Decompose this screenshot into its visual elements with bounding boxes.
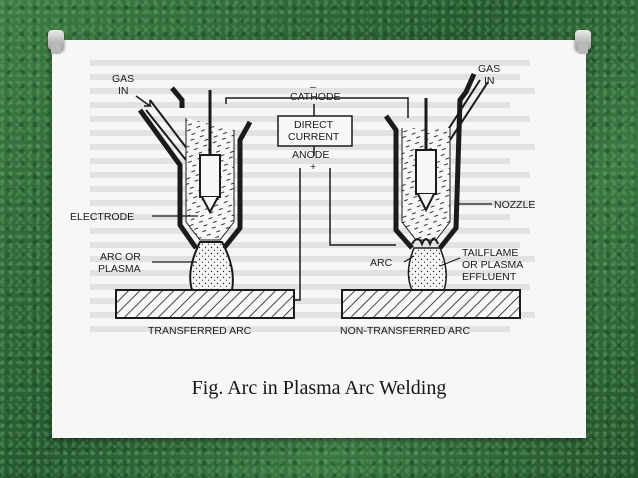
non-transferred-arc-torch xyxy=(341,72,521,319)
label-leaders xyxy=(152,203,492,267)
anode-label: ANODE xyxy=(292,149,329,161)
arc-or-plasma-label-2: PLASMA xyxy=(98,263,141,275)
cathode-label: CATHODE xyxy=(290,91,341,103)
arc-or-plasma-label: ARC OR xyxy=(100,251,141,263)
figure-caption: Fig. Arc in Plasma Arc Welding xyxy=(191,377,447,399)
tailflame-label-2: OR PLASMA xyxy=(462,259,523,271)
direct-current-label-2: CURRENT xyxy=(288,131,340,143)
nozzle-label: NOZZLE xyxy=(494,199,535,211)
electrode-label: ELECTRODE xyxy=(70,211,134,223)
tailflame-label-3: EFFLUENT xyxy=(462,271,517,283)
tailflame-label: TAILFLAME xyxy=(462,247,518,259)
non-transferred-arc-label: NON-TRANSFERRED ARC xyxy=(340,325,471,337)
pushpin-icon xyxy=(48,30,64,54)
slide-card xyxy=(52,40,586,438)
cathode-sign: – xyxy=(310,81,316,93)
arc-label: ARC xyxy=(370,257,393,269)
transferred-arc-label: TRANSFERRED ARC xyxy=(148,325,252,337)
power-supply-box xyxy=(277,115,353,147)
gas-in-label-left: GAS xyxy=(112,73,134,85)
gas-in-label-left-2: IN xyxy=(118,85,129,97)
gas-in-label-right-2: IN xyxy=(484,75,495,87)
gas-in-label-right: GAS xyxy=(478,63,500,75)
direct-current-label: DIRECT xyxy=(294,119,334,131)
anode-sign: + xyxy=(310,161,316,173)
pushpin-icon xyxy=(575,30,591,54)
transferred-arc-torch xyxy=(115,86,295,319)
circuit-wiring xyxy=(225,97,409,301)
